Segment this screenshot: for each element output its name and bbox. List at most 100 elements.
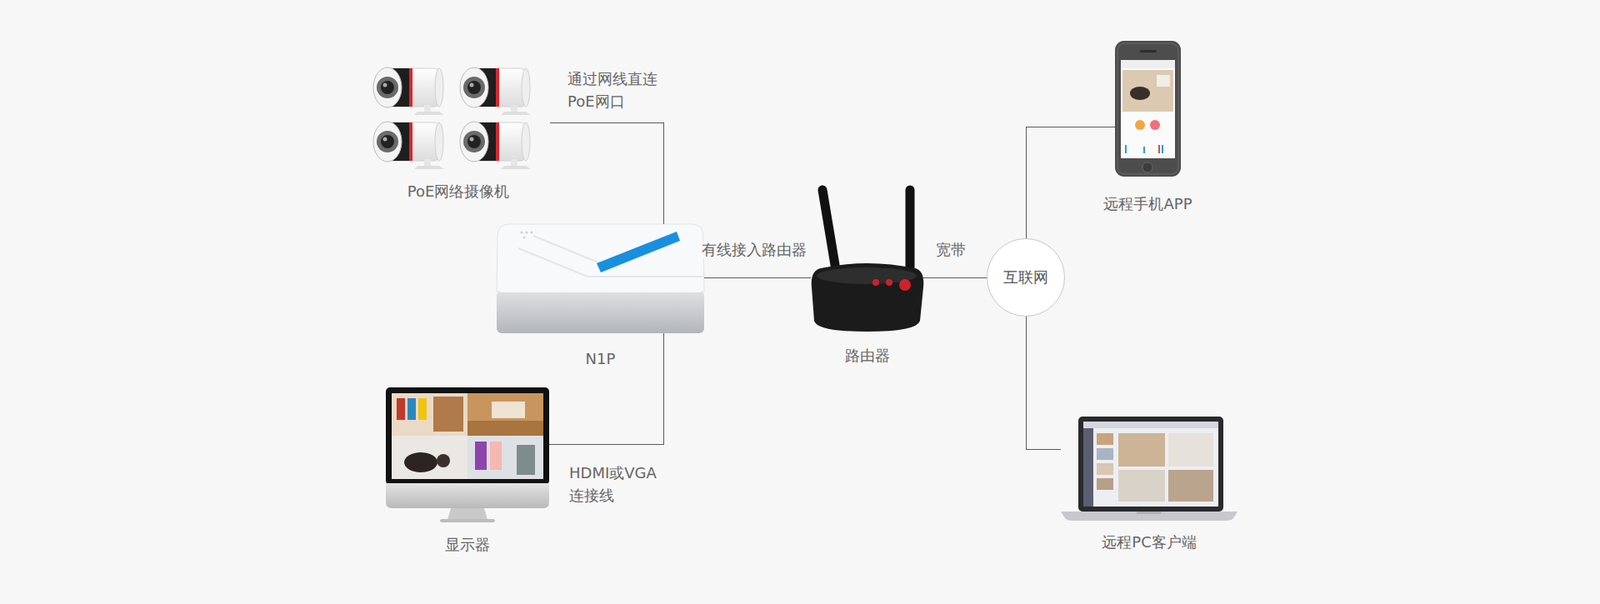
connector bbox=[550, 122, 664, 225]
camera-group-art bbox=[373, 67, 531, 170]
laptop-art-part bbox=[1083, 421, 1219, 507]
nvr-art-part bbox=[522, 235, 525, 239]
nvr-art-part bbox=[500, 290, 701, 293]
device-label: 显示器 bbox=[445, 535, 490, 555]
phone-art bbox=[1115, 40, 1181, 177]
monitor-art-part bbox=[391, 435, 468, 480]
phone-art-part bbox=[1158, 145, 1160, 154]
nvr-box: N1P bbox=[496, 224, 705, 334]
monitor-art-part bbox=[404, 452, 438, 473]
router: 路由器 bbox=[810, 183, 924, 332]
laptop: 远程PC客户端 bbox=[1060, 416, 1238, 521]
phone-art-part bbox=[1120, 60, 1175, 69]
monitor-art-part bbox=[433, 396, 464, 432]
camera-group-art-part bbox=[373, 121, 445, 170]
device-label: N1P bbox=[585, 350, 616, 369]
monitor-art-part bbox=[407, 398, 416, 420]
circle-label: 互联网 bbox=[1003, 268, 1049, 287]
circle-outline-shape bbox=[986, 238, 1065, 316]
monitor-art-part bbox=[491, 401, 525, 419]
laptop-art-part bbox=[1096, 478, 1114, 490]
phone-art-part bbox=[1156, 75, 1170, 87]
edge-label: 通过网线直连 PoE网口 bbox=[567, 67, 676, 113]
connector bbox=[1025, 126, 1115, 239]
phone-art-part bbox=[1161, 145, 1164, 154]
laptop-art-part bbox=[1096, 463, 1114, 475]
phone-art-part bbox=[1122, 70, 1174, 112]
edge-label: 有线接入路由器 bbox=[701, 240, 807, 260]
laptop-art-part bbox=[1118, 433, 1165, 467]
phone-art-part bbox=[1130, 86, 1150, 100]
phone: 远程手机APP bbox=[1115, 40, 1181, 177]
monitor-art-part bbox=[516, 445, 535, 475]
connector bbox=[1025, 316, 1061, 450]
camera-group-art-part bbox=[460, 67, 531, 115]
monitor: 显示器 bbox=[385, 387, 550, 523]
nvr-art-part bbox=[496, 224, 705, 292]
nvr-art-part bbox=[530, 230, 533, 234]
laptop-art-part bbox=[1096, 433, 1114, 445]
edge-label: 宽带 bbox=[935, 240, 966, 260]
router-art-part bbox=[905, 190, 915, 274]
connector bbox=[704, 277, 811, 279]
phone-art-part bbox=[1120, 60, 1175, 159]
laptop-art-part bbox=[1096, 448, 1114, 460]
laptop-art-part bbox=[1078, 416, 1224, 512]
phone-art-part bbox=[1143, 146, 1145, 154]
camera-group-art-part bbox=[373, 67, 445, 115]
monitor-art-part bbox=[436, 454, 450, 468]
router-art-part bbox=[872, 279, 880, 286]
phone-art-part bbox=[1115, 40, 1181, 177]
nvr-art-part bbox=[596, 231, 680, 273]
router-art bbox=[811, 190, 925, 332]
router-art-part bbox=[822, 190, 837, 275]
router-art-part bbox=[885, 279, 893, 286]
laptop-art-part bbox=[1083, 428, 1094, 507]
phone-art-part bbox=[1135, 120, 1145, 130]
monitor-art-part bbox=[467, 435, 544, 480]
nvr-art-part bbox=[533, 235, 600, 264]
monitor-art-part bbox=[490, 441, 502, 470]
laptop-art-part bbox=[1168, 470, 1214, 502]
connector bbox=[549, 333, 664, 445]
monitor-art bbox=[385, 387, 550, 523]
monitor-art-part bbox=[385, 483, 550, 509]
device-label: 远程手机APP bbox=[1103, 195, 1192, 214]
router-art-part bbox=[811, 263, 925, 332]
nvr-art-part bbox=[525, 230, 528, 234]
laptop-art-part bbox=[1083, 421, 1219, 429]
phone-art-part bbox=[1117, 43, 1179, 175]
device-label: 路由器 bbox=[845, 346, 890, 365]
phone-art-part bbox=[1140, 50, 1157, 53]
laptop-art bbox=[1060, 416, 1238, 521]
phone-art-part bbox=[1150, 120, 1160, 130]
monitor-art-part bbox=[385, 387, 550, 485]
monitor-art-part bbox=[467, 420, 544, 436]
monitor-art-part bbox=[447, 508, 488, 520]
monitor-art-part bbox=[475, 441, 487, 470]
monitor-art-part bbox=[418, 398, 427, 420]
device-label: 远程PC客户端 bbox=[1101, 533, 1196, 552]
laptop-art-part bbox=[1168, 433, 1214, 467]
nvr-art bbox=[496, 224, 705, 334]
edge-label: HDMI或VGA 连接线 bbox=[569, 461, 678, 507]
connector bbox=[923, 277, 987, 279]
monitor-art-part bbox=[467, 393, 544, 436]
monitor-art-part bbox=[440, 519, 495, 523]
phone-art-part bbox=[1125, 145, 1127, 154]
laptop-art-part bbox=[1136, 511, 1162, 515]
device-label: PoE网络摄像机 bbox=[407, 182, 510, 201]
camera-group: PoE网络摄像机 bbox=[366, 58, 550, 170]
monitor-art-part bbox=[396, 398, 405, 420]
router-art-part bbox=[899, 279, 911, 291]
laptop-art-part bbox=[1060, 511, 1238, 521]
nvr-art-part bbox=[520, 230, 523, 234]
internet-circle: 互联网 bbox=[986, 238, 1065, 317]
nvr-art-part bbox=[496, 290, 705, 334]
phone-art-part bbox=[1142, 162, 1153, 173]
camera-group-art-part bbox=[460, 121, 531, 170]
